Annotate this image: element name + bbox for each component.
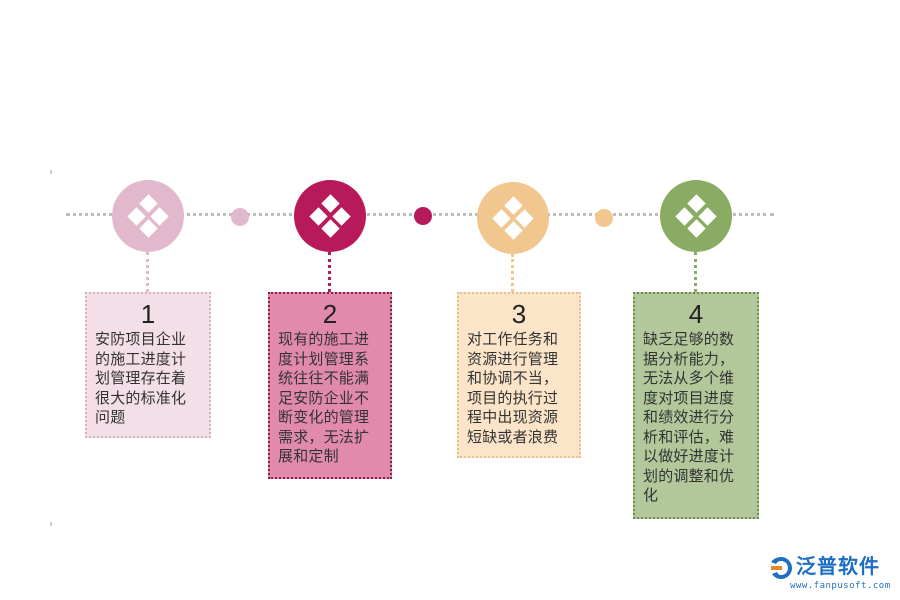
left-edge-mark [50, 170, 52, 174]
step-3-card: 3 对工作任务和资源进行管理和协调不当，项目的执行过程中出现资源短缺或者浪费 [457, 292, 581, 458]
brand-logo: 泛普软件 www.fanpusoft.com [768, 552, 892, 594]
left-edge-mark [50, 522, 52, 526]
step-3-text: 对工作任务和资源进行管理和协调不当，项目的执行过程中出现资源短缺或者浪费 [467, 330, 559, 446]
logo-name: 泛普软件 [796, 554, 880, 578]
timeline-dot-2 [414, 207, 432, 225]
diamond-grid-icon [126, 194, 170, 238]
step-2-number: 2 [322, 299, 338, 329]
logo-mark-icon [771, 557, 792, 579]
timeline-dot-1 [231, 208, 249, 226]
timeline-dot-3 [595, 209, 613, 227]
step-4-card: 4 缺乏足够的数据分析能力，无法从多个维度对项目进度和绩效进行分析和评估，难以做… [633, 292, 759, 519]
step-1-node [112, 180, 184, 252]
logo-url: www.fanpusoft.com [790, 581, 891, 591]
step-4-connector [694, 252, 697, 292]
diamond-grid-icon [308, 194, 352, 238]
step-4-node [660, 180, 732, 252]
step-2-connector [328, 252, 331, 292]
step-2-node [294, 180, 366, 252]
step-2-text: 现有的施工进度计划管理系统往往不能满足安防企业不断变化的管理需求，无法扩展和定制 [278, 330, 370, 465]
step-4-text: 缺乏足够的数据分析能力，无法从多个维度对项目进度和绩效进行分析和评估，难以做好进… [643, 330, 735, 504]
step-2-card: 2 现有的施工进度计划管理系统往往不能满足安防企业不断变化的管理需求，无法扩展和… [268, 292, 392, 479]
step-3-connector [511, 254, 514, 292]
step-1-connector [146, 252, 149, 292]
step-1-number: 1 [140, 299, 156, 329]
diamond-grid-icon [491, 196, 535, 240]
step-3-node [477, 182, 549, 254]
diamond-grid-icon [674, 194, 718, 238]
step-1-card: 1 安防项目企业的施工进度计划管理存在着很大的标准化问题 [85, 292, 211, 438]
step-4-number: 4 [688, 299, 704, 329]
step-1-text: 安防项目企业的施工进度计划管理存在着很大的标准化问题 [95, 330, 187, 426]
step-3-number: 3 [511, 299, 527, 329]
